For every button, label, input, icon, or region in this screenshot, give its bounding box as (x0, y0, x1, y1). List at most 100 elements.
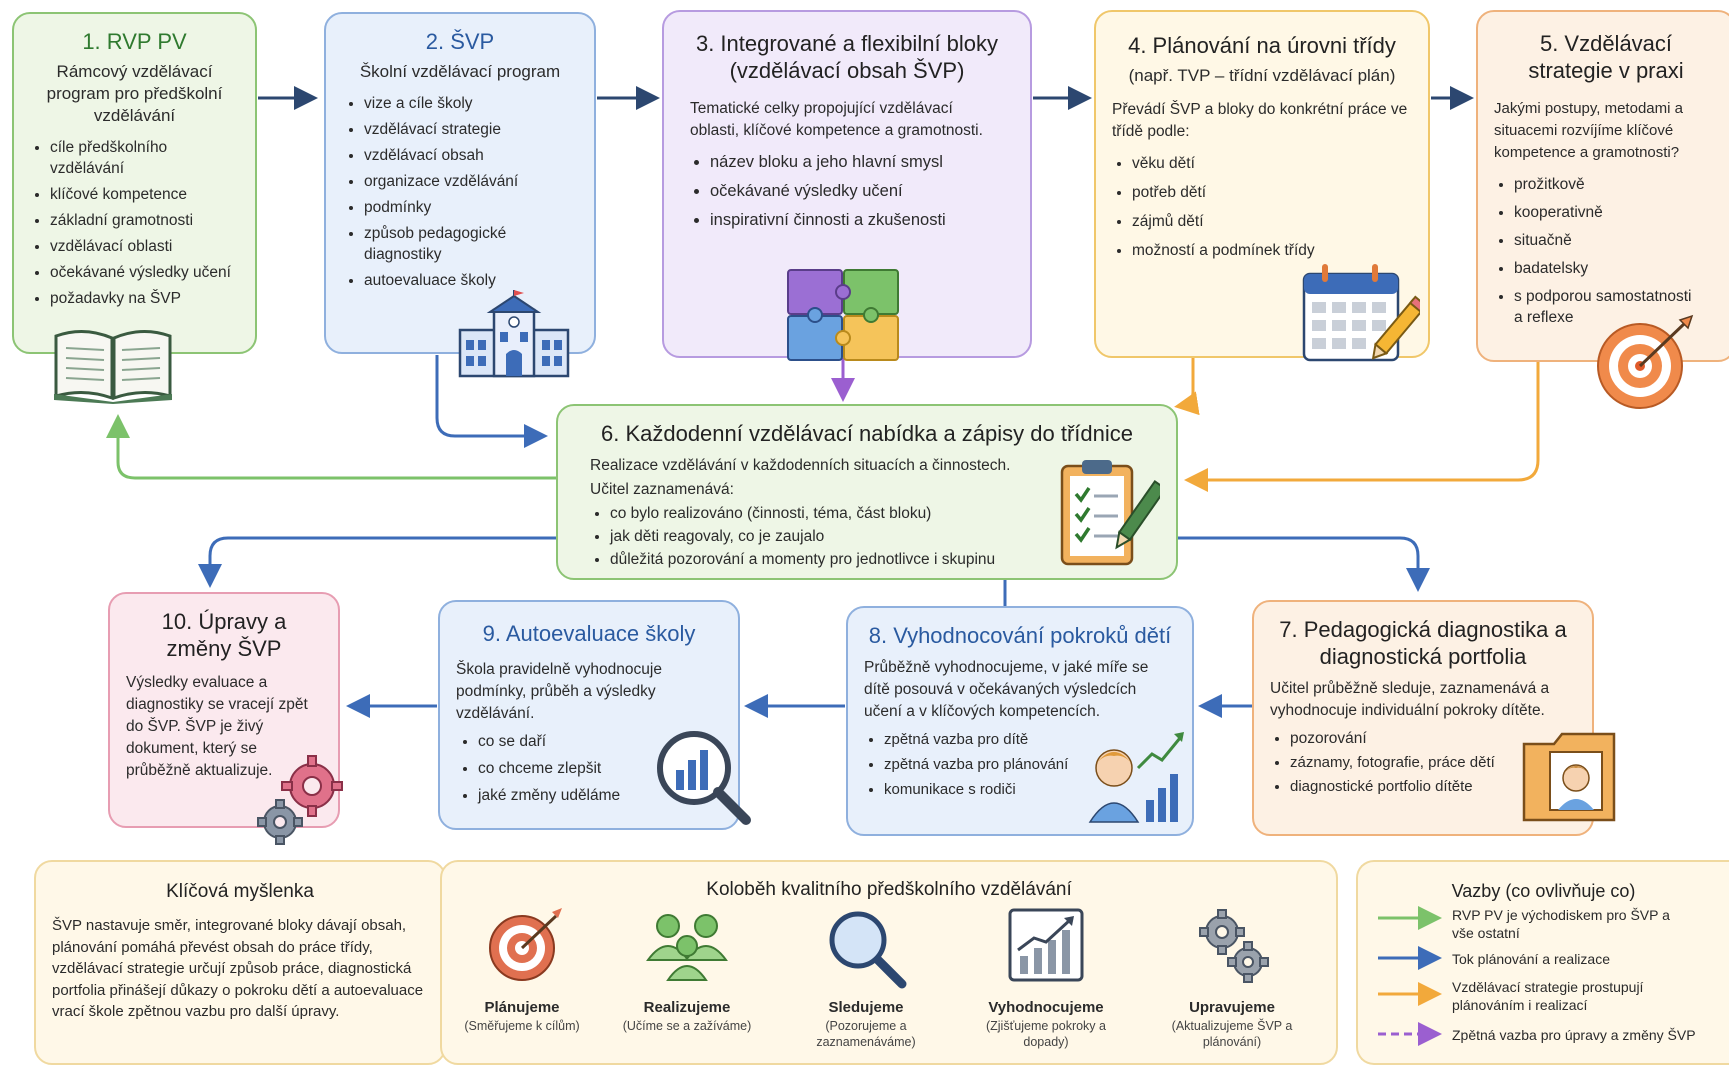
box4-subtitle: (např. TVP – třídní vzdělávací plán) (1128, 66, 1396, 85)
list-item: pozorování (1290, 728, 1576, 749)
list-item: inspirativní činnosti a zkušenosti (710, 210, 1014, 231)
list-item: záznamy, fotografie, práce dětí (1290, 752, 1576, 773)
list-item: co chceme zlepšit (478, 758, 722, 779)
list-item: kooperativně (1514, 202, 1718, 223)
box9-title: 9. Autoevaluace školy (482, 621, 696, 646)
clipboard-icon (1060, 460, 1160, 566)
cycle-step-adjust: Upravujeme (Aktualizujeme ŠVP a plánován… (1162, 998, 1302, 1050)
list-item: zpětná vazba pro plánování (884, 754, 1176, 775)
box8-text: Průběžně vyhodnocujeme, v jaké míře se d… (864, 659, 1149, 720)
list-item: komunikace s rodiči (884, 779, 1176, 800)
box-progress-evaluation: 8. Vyhodnocování pokroků dětí Průběžně v… (846, 606, 1194, 836)
box1-list: cíle předškolního vzdělávání klíčové kom… (30, 137, 239, 309)
list-item: jaké změny uděláme (478, 785, 722, 806)
arrow-6-10 (198, 536, 556, 588)
box2-title: 2. ŠVP (425, 29, 495, 54)
legend-item: RVP PV je východiskem pro ŠVP a vše osta… (1452, 907, 1670, 941)
gears-icon (257, 755, 343, 845)
cycle-step-desc: (Zjišťujeme pokroky a dopady) (985, 1019, 1106, 1049)
school-building-icon (458, 290, 570, 378)
cycle-step-name: Plánujeme (484, 999, 560, 1016)
legend-item: Zpětná vazba pro úpravy a změny ŠVP (1452, 1027, 1696, 1043)
list-item: vzdělávací strategie (364, 119, 578, 140)
box7-title: 7. Pedagogická diagnostika a diagnostick… (1279, 617, 1567, 669)
cycle-step-observe: Sledujeme (Pozorujeme a zaznamenáváme) (776, 998, 956, 1050)
list-item: věku dětí (1132, 153, 1412, 174)
list-item: co bylo realizováno (činnosti, téma, čás… (610, 503, 1144, 524)
box3-text: Tematické celky propojující vzdělávací o… (690, 100, 983, 139)
box10-title: 10. Úpravy a změny ŠVP (161, 609, 287, 661)
box-svp: 2. ŠVP Školní vzdělávací program vize a … (324, 12, 596, 354)
box3-list: název bloku a jeho hlavní smysl očekávan… (680, 152, 1014, 231)
box3-title: 3. Integrované a flexibilní bloky (695, 31, 999, 56)
magnifier-chart-icon (657, 731, 751, 825)
cycle-step-desc: (Učíme se a zažíváme) (622, 1019, 752, 1033)
box-self-evaluation: 9. Autoevaluace školy Škola pravidelně v… (438, 600, 740, 830)
list-item: klíčové kompetence (50, 184, 239, 205)
puzzle-icon (787, 269, 899, 361)
cycle-step-name: Upravujeme (1189, 999, 1275, 1016)
box6-list: co bylo realizováno (činnosti, téma, čás… (590, 503, 1144, 570)
legend-title: Vazby (co ovlivňuje co) (1451, 881, 1636, 901)
list-item: vzdělávací obsah (364, 145, 578, 166)
box3-title-2: (vzdělávací obsah ŠVP) (729, 58, 965, 83)
calendar-pencil-icon (1302, 264, 1420, 362)
list-item: s podporou samostatnosti a reflexe (1514, 286, 1718, 328)
box5-list: prožitkově kooperativně situačně badatel… (1494, 174, 1718, 328)
list-item: podmínky (364, 197, 578, 218)
list-item: situačně (1514, 230, 1718, 251)
list-item: očekávané výsledky učení (710, 181, 1014, 202)
box8-list: zpětná vazba pro dítě zpětná vazba pro p… (864, 729, 1176, 800)
list-item: co se daří (478, 731, 722, 752)
box6-text-2: Učitel zaznamenává: (590, 481, 734, 498)
legend-item: Tok plánování a realizace (1452, 951, 1610, 967)
box-strategies: 5. Vzdělávací strategie v praxi Jakými p… (1476, 10, 1729, 362)
people-icon (646, 914, 728, 981)
arrow-4-6 (1174, 355, 1200, 416)
target-icon (1597, 314, 1694, 409)
cycle-step-desc: (Pozorujeme a zaznamenáváme) (816, 1019, 916, 1049)
list-item: organizace vzdělávání (364, 171, 578, 192)
magnifier-icon (829, 911, 907, 989)
box10-text: Výsledky evaluace a diagnostiky se vrace… (126, 674, 308, 779)
arrow-2-6 (435, 355, 548, 448)
box1-title: 1. RVP PV (82, 29, 187, 54)
list-item: požadavky na ŠVP (50, 288, 239, 309)
list-item: vize a cíle školy (364, 93, 578, 114)
list-item: zájmů dětí (1132, 211, 1412, 232)
chart-icon (1008, 908, 1084, 982)
box5-title: 5. Vzdělávací strategie v praxi (1528, 31, 1684, 83)
cycle-step-name: Vyhodnocujeme (988, 999, 1104, 1016)
gears-icon (1199, 909, 1269, 983)
list-item: prožitkově (1514, 174, 1718, 195)
list-item: možností a podmínek třídy (1132, 240, 1412, 261)
arrow-6-1 (106, 414, 556, 480)
cycle-step-plan: Plánujeme (Směřujeme k cílům) (447, 998, 597, 1034)
cycle-step-name: Sledujeme (828, 999, 904, 1016)
box4-text: Převádí ŠVP a bloky do konkrétní práce v… (1112, 101, 1408, 140)
cycle-step-desc: (Směřujeme k cílům) (464, 1019, 580, 1033)
box2-list: vize a cíle školy vzdělávací strategie v… (342, 93, 578, 291)
list-item: základní gramotnosti (50, 210, 239, 231)
box9-text: Škola pravidelně vyhodnocuje podmínky, p… (456, 661, 662, 722)
open-book-icon (54, 330, 172, 404)
list-item: zpětná vazba pro dítě (884, 729, 1176, 750)
list-item: očekávané výsledky učení (50, 262, 239, 283)
box4-list: věku dětí potřeb dětí zájmů dětí možnost… (1112, 153, 1412, 261)
box-rvp-pv: 1. RVP PV Rámcový vzdělávací program pro… (12, 12, 257, 354)
list-item: vzdělávací oblasti (50, 236, 239, 257)
list-item: badatelsky (1514, 258, 1718, 279)
box2-subtitle: Školní vzdělávací program (359, 62, 561, 81)
arrow-6-7 (1178, 536, 1430, 592)
box7-text: Učitel průběžně sleduje, zaznamenává a v… (1270, 680, 1550, 719)
cycle-step-name: Realizujeme (643, 999, 731, 1016)
target-icon (489, 908, 562, 981)
cycle-step-realize: Realizujeme (Učíme se a zažíváme) (612, 998, 762, 1034)
cycle-step-evaluate: Vyhodnocujeme (Zjišťujeme pokroky a dopa… (976, 998, 1116, 1050)
list-item: diagnostické portfolio dítěte (1290, 776, 1576, 797)
list-item: potřeb dětí (1132, 182, 1412, 203)
portfolio-folder-icon (1522, 732, 1616, 822)
key-idea-text: ŠVP nastavuje směr, integrované bloky dá… (52, 917, 424, 1020)
list-item: jak děti reagovaly, co je zaujalo (610, 526, 1144, 547)
